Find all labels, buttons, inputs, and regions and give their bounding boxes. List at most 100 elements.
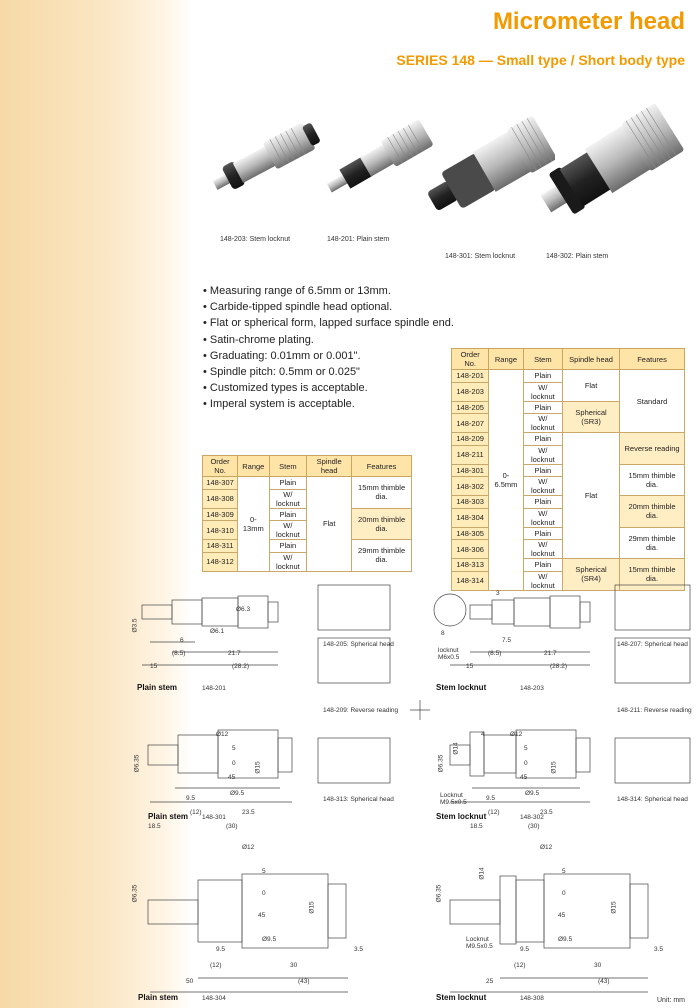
dim-label: 4 xyxy=(481,731,485,738)
dim-label: 7.5 xyxy=(502,637,512,644)
dim-label: Ø9.5 xyxy=(558,936,573,943)
stem-cell: Plain xyxy=(522,400,564,414)
micrometer-photo-148-302 xyxy=(540,103,684,214)
dim-label: 0 xyxy=(524,760,528,767)
dim-label: 6 xyxy=(180,637,184,644)
dim-label: (12) xyxy=(488,809,500,816)
stem-cell: W/ locknut xyxy=(522,539,564,559)
drawing-label: Stem locknut xyxy=(436,683,487,692)
stem-cell: Plain xyxy=(522,495,564,509)
dim-label: (30) xyxy=(226,823,238,830)
order-no: 148-205 xyxy=(450,400,490,414)
stem-cell: Plain xyxy=(268,507,308,521)
stem-cell: Plain xyxy=(268,539,308,553)
dim-label: 45 xyxy=(520,774,528,781)
dim-label: Ø6.35 xyxy=(133,754,141,773)
feature-cell: Reverse reading xyxy=(619,432,685,465)
dim-label: Ø6.3 xyxy=(236,606,251,613)
dim-label: 3.5 xyxy=(654,946,664,953)
drawing-label: Stem locknut xyxy=(436,812,487,821)
photo-caption-148-302: 148-302: Plain stem xyxy=(546,253,609,260)
inset-caption: 148-211: Reverse reading xyxy=(617,707,692,714)
dim-label: 3 xyxy=(496,590,500,597)
dim-label: Ø14 xyxy=(478,867,486,880)
spindle-cell: Spherical (SR3) xyxy=(562,400,621,433)
feature-cell: 15mm thimble dia. xyxy=(351,476,412,509)
drawing-model: 148-203 xyxy=(520,685,544,692)
dim-label: Ø6.35 xyxy=(437,754,445,773)
dim-label: 3.5 xyxy=(354,946,364,953)
table-header: Spindle head xyxy=(306,455,353,477)
feature-list: Measuring range of 6.5mm or 13mm. Carbid… xyxy=(203,283,454,413)
dim-label: 30 xyxy=(290,962,298,969)
dim-label: 9.5 xyxy=(520,946,530,953)
table-header: Range xyxy=(237,455,270,477)
stem-cell: W/ locknut xyxy=(522,444,564,465)
stem-cell: W/ locknut xyxy=(522,507,564,528)
inset-caption: 148-209: Reverse reading xyxy=(323,707,399,714)
order-no: 148-302 xyxy=(450,476,490,496)
dim-label: Ø9.5 xyxy=(262,936,277,943)
order-no: 148-306 xyxy=(450,539,490,559)
dim-label: 45 xyxy=(228,774,236,781)
drawing-148-308 xyxy=(449,873,649,993)
feature-item: Graduating: 0.01mm or 0.001". xyxy=(203,348,454,364)
dim-label: Ø6.35 xyxy=(435,884,443,903)
order-no: 148-309 xyxy=(201,507,239,521)
stem-cell: W/ locknut xyxy=(522,570,564,591)
dim-label: 45 xyxy=(558,912,566,919)
inset-caption: 148-314: Spherical head xyxy=(617,796,688,803)
table-header: Features xyxy=(619,348,685,370)
dim-label: Ø12 xyxy=(216,731,229,738)
dim-label: 50 xyxy=(186,978,194,985)
dim-label: 15 xyxy=(150,663,158,670)
spindle-cell: Flat xyxy=(306,476,353,572)
drawing-label: Plain stem xyxy=(148,812,189,821)
dim-label: Locknut M9.5x0.5 xyxy=(440,792,467,806)
feature-cell: 29mm thimble dia. xyxy=(619,526,685,559)
stem-cell: W/ locknut xyxy=(268,551,308,572)
dim-label: 0 xyxy=(562,890,566,897)
dim-label: 5 xyxy=(232,745,236,752)
spindle-cell: Spherical (SR4) xyxy=(562,558,621,591)
dim-label: (43) xyxy=(298,978,310,985)
dim-label: 18.5 xyxy=(148,823,161,830)
dim-label: (8.5) xyxy=(172,650,186,657)
order-no: 148-313 xyxy=(450,558,490,572)
dim-label: Locknut M9.5x0.5 xyxy=(466,936,493,950)
micrometer-photo-148-301 xyxy=(428,116,555,210)
drawing-model: 148-201 xyxy=(202,685,226,692)
dim-label: 23.5 xyxy=(540,809,553,816)
page-title: Micrometer head xyxy=(492,8,685,35)
dim-label: 23.5 xyxy=(242,809,255,816)
order-no: 148-310 xyxy=(201,520,239,540)
spec-table-large: Order No. Range Stem Spindle head Featur… xyxy=(450,348,685,591)
dim-label: 0 xyxy=(262,890,266,897)
drawing-model: 148-301 xyxy=(202,814,226,821)
range-cell: 0-13mm xyxy=(237,476,270,572)
order-no: 148-301 xyxy=(450,463,490,477)
dim-label: Ø9.5 xyxy=(230,790,245,797)
micrometer-photo-148-201 xyxy=(326,120,433,193)
stem-cell: W/ locknut xyxy=(522,381,564,402)
drawing-label: Stem locknut xyxy=(436,993,487,1002)
stem-cell: W/ locknut xyxy=(522,476,564,496)
stem-cell: W/ locknut xyxy=(522,413,564,433)
dim-label: Ø15 xyxy=(254,761,262,774)
dim-label: (28.2) xyxy=(232,663,249,670)
table-header: Order No. xyxy=(450,348,490,370)
table-header: Order No. xyxy=(201,455,239,477)
feature-cell: 20mm thimble dia. xyxy=(619,495,685,528)
dim-label: Ø3.5 xyxy=(131,618,139,633)
order-no: 148-305 xyxy=(450,526,490,540)
dim-label: (30) xyxy=(528,823,540,830)
drawing-model: 148-304 xyxy=(202,995,226,1002)
dim-label: 0 xyxy=(232,760,236,767)
stem-cell: Plain xyxy=(522,369,564,383)
dim-label: (12) xyxy=(514,962,526,969)
stem-cell: W/ locknut xyxy=(268,520,308,540)
spec-table-small: Order No. Range Stem Spindle head Featur… xyxy=(201,455,412,572)
drawing-148-301 xyxy=(147,729,293,803)
dim-label: 9.5 xyxy=(186,795,196,802)
stem-cell: Plain xyxy=(522,526,564,540)
